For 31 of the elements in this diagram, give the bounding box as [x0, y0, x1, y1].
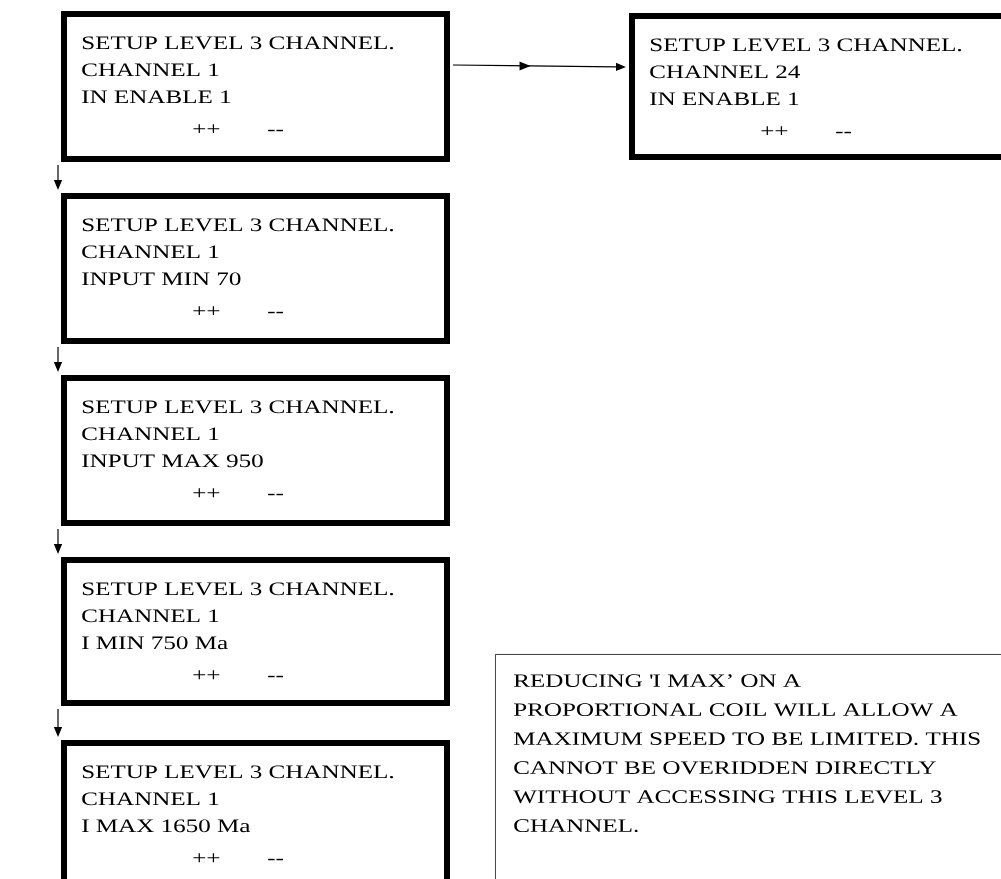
- display-line: I MAX 1650 Ma: [82, 819, 251, 833]
- display-line: CHANNEL 24: [650, 65, 800, 79]
- key-label: --: [268, 493, 283, 496]
- display-line: CHANNEL 1: [82, 792, 219, 806]
- display-line: CHANNEL 1: [82, 245, 219, 259]
- display-line: CHANNEL 1: [82, 427, 219, 441]
- display-line: SETUP LEVEL 3 CHANNEL.: [82, 400, 393, 414]
- key-label: ++: [193, 670, 220, 680]
- display-line: CHANNEL 1: [82, 63, 219, 77]
- display-line: SETUP LEVEL 3 CHANNEL.: [82, 765, 393, 779]
- display-line: IN ENABLE 1: [650, 92, 799, 106]
- display-line: SETUP LEVEL 3 CHANNEL.: [82, 36, 393, 50]
- key-label: ++: [193, 306, 220, 316]
- display-line: SETUP LEVEL 3 CHANNEL.: [82, 582, 393, 596]
- display-line: I MIN 750 Ma: [82, 636, 228, 650]
- key-label: ++: [193, 853, 220, 863]
- display-line: SETUP LEVEL 3 CHANNEL.: [82, 218, 393, 232]
- key-label: --: [268, 129, 283, 132]
- key-label: --: [268, 858, 283, 861]
- key-label: ++: [193, 488, 220, 498]
- key-label: --: [836, 131, 851, 134]
- key-label: --: [268, 311, 283, 314]
- key-label: ++: [761, 126, 788, 136]
- display-line: IN ENABLE 1: [82, 90, 231, 104]
- display-line: INPUT MAX 950: [82, 454, 263, 468]
- display-line: CHANNEL 1: [82, 609, 219, 623]
- display-line: INPUT MIN 70: [82, 272, 241, 286]
- key-label: --: [268, 675, 283, 678]
- key-label: ++: [193, 124, 220, 134]
- display-line: SETUP LEVEL 3 CHANNEL.: [650, 38, 961, 52]
- note-box: REDUCING 'I MAX’ ON A PROPORTIONAL COIL WILL ALLOW A MAXIMUM SPEED TO BE LIMITED. THIS CANNOT BE OVERIDDEN DIRECTLY WITHOUT ACCESSING THIS LEVEL 3 CHANNEL.: [495, 654, 1001, 879]
